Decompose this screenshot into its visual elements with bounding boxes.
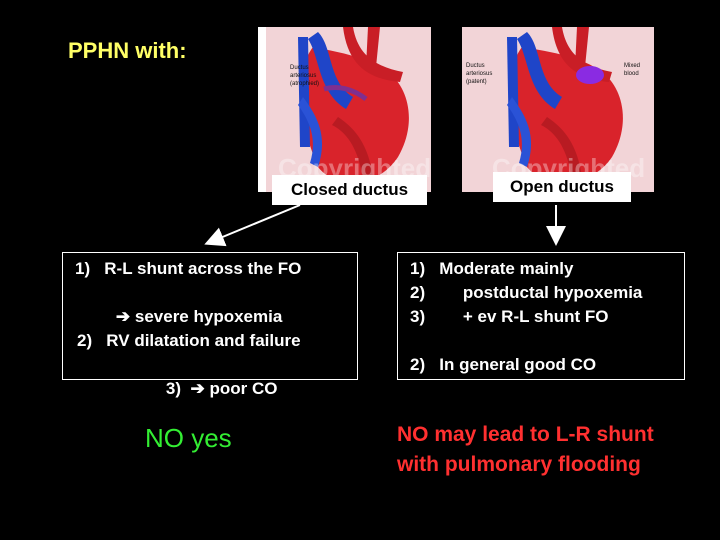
- open-ductus-heart-image: Ductus arteriosus (patent) Mixed blood C…: [462, 27, 654, 192]
- open-annotation-2: arteriosus: [466, 71, 492, 77]
- open-finding-2: 2) postductal hypoxemia: [410, 283, 643, 302]
- closed-annotation-3: (atrophied): [290, 81, 319, 87]
- open-finding-1: 1) Moderate mainly: [410, 259, 574, 278]
- open-annotation-right-2: blood: [624, 71, 639, 77]
- closed-ductus-findings-box: 1) R-L shunt across the FO ➔ severe hypo…: [62, 252, 358, 398]
- closed-finding-2: 2) RV dilatation and failure: [77, 331, 301, 350]
- closed-finding-1: 1) R-L shunt across the FO: [75, 259, 302, 278]
- closed-finding-1-detail: ➔ severe hypoxemia: [115, 307, 283, 326]
- no-risk-note: NO may lead to L-R shunt with pulmonary …: [397, 420, 654, 480]
- open-ductus-findings-box: 1) Moderate mainly 2) postductal hypoxem…: [397, 252, 685, 380]
- closed-ductus-heart-image: Ductus arteriosus (atrophied) Copyrighte…: [258, 27, 431, 192]
- open-annotation-right-1: Mixed: [624, 63, 640, 69]
- no-risk-note-line-1: NO may lead to L-R shunt: [397, 423, 654, 446]
- open-annotation-3: (patent): [466, 79, 487, 85]
- closed-finding-3: 3) ➔ poor CO: [165, 379, 278, 398]
- open-ductus-caption: Open ductus: [493, 172, 631, 202]
- no-risk-note-line-2: with pulmonary flooding: [397, 453, 641, 476]
- closed-annotation-1: Ductus: [290, 65, 309, 71]
- arrow-down-left-icon: [204, 204, 301, 247]
- closed-annotation-2: arteriosus: [290, 73, 316, 79]
- closed-ductus-caption: Closed ductus: [272, 175, 427, 205]
- open-finding-4: 2) In general good CO: [410, 355, 597, 374]
- slide-title: PPHN with:: [68, 38, 187, 63]
- open-finding-3: 3) + ev R-L shunt FO: [410, 307, 609, 326]
- arrow-right-icon: ➔: [115, 307, 135, 326]
- no-yes-note: NO yes: [145, 423, 232, 453]
- open-annotation-1: Ductus: [466, 63, 485, 69]
- arrow-right-icon: ➔: [190, 379, 210, 398]
